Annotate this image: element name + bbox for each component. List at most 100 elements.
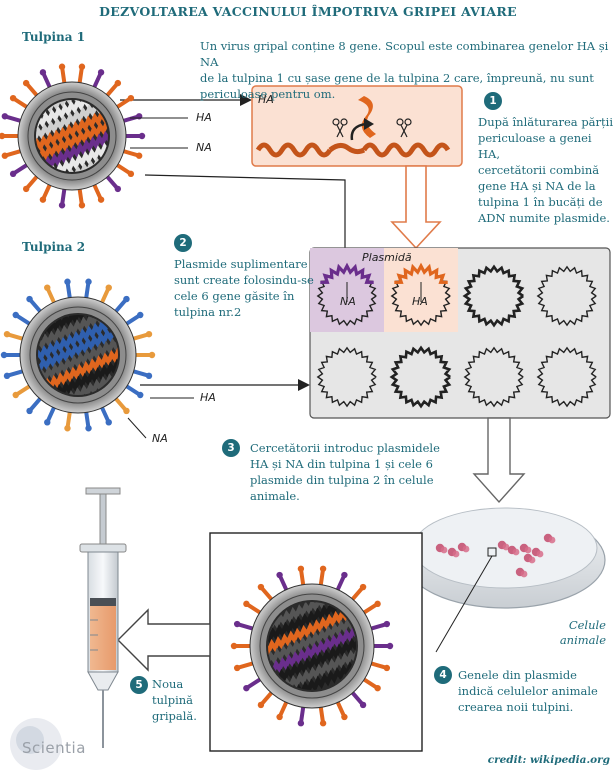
plasmid-ring: [536, 346, 597, 408]
ha-loop-removed: [328, 142, 366, 155]
spike-head: [39, 196, 47, 203]
gene-segment: [38, 315, 118, 387]
plasmid-ring: [462, 264, 525, 328]
new-virus: [230, 565, 394, 727]
step-3-badge: 3: [222, 439, 240, 457]
spike-head: [138, 132, 146, 140]
spike-head: [341, 571, 348, 579]
gene-label-na-strain2: NA: [152, 432, 168, 445]
spike-head: [359, 583, 367, 591]
spike-head: [297, 720, 305, 727]
logo-text: Scientia: [22, 739, 86, 757]
spike-head: [297, 565, 305, 572]
spike-head: [78, 63, 86, 70]
virus-strain-1: [0, 63, 146, 209]
step-line: Cercetătorii introduc plasmidele: [250, 441, 440, 455]
gene-segment: [38, 315, 118, 395]
animal-cell: [440, 546, 448, 554]
gene-segment: [268, 602, 356, 681]
gene-segment: [36, 123, 108, 172]
step-line: plasmide din tulpina 2 în celule: [250, 473, 434, 487]
spike-head: [359, 701, 367, 709]
gene-segment: [268, 618, 356, 690]
step-1-text: După înlăturarea părții periculoase a ge…: [478, 114, 614, 226]
plasmid-na-label: NA: [340, 295, 356, 308]
spike-head: [3, 372, 11, 380]
intro-line: Un virus gripal conține 8 gene. Scopul e…: [200, 39, 609, 69]
gene-segment: [268, 602, 356, 690]
spike-head: [243, 684, 250, 692]
step-4-badge: 4: [434, 666, 452, 684]
spike-head: [319, 720, 327, 727]
spike-head: [1, 152, 9, 159]
spike-head: [127, 94, 135, 102]
cells-label-line: Celule: [568, 618, 606, 632]
step-line: cercetătorii combină: [478, 163, 600, 177]
step-line: HA și NA din tulpina 1 și cele 6: [250, 457, 433, 471]
spike-head: [135, 152, 143, 159]
page-title: DEZVOLTAREA VACCINULUI ÎMPOTRIVA GRIPEI …: [99, 4, 517, 19]
spike-head: [0, 132, 6, 140]
gene-segment: [38, 321, 118, 395]
step-line: indică celulelor animale: [458, 684, 598, 698]
spike-head: [383, 620, 391, 628]
gene-label-na-strain1: NA: [196, 141, 212, 154]
animal-cell: [524, 546, 532, 554]
gene-segment: [268, 602, 356, 663]
step-line: animale.: [250, 489, 300, 503]
syringe-icon: [79, 487, 127, 748]
spike-head: [276, 571, 283, 579]
step-line: Plasmide suplimentare: [174, 257, 308, 271]
spike-head: [58, 63, 66, 70]
spike-head: [145, 372, 153, 380]
ha-helix: [255, 142, 451, 158]
virus-strain-2: [0, 278, 156, 432]
spike-head: [78, 202, 86, 209]
plasmid-ring: [463, 346, 524, 408]
spike-head: [114, 79, 122, 87]
spike-head: [137, 391, 144, 399]
down-arrow-orange: [390, 165, 442, 250]
credit-text: credit: wikipedia.org: [487, 754, 610, 766]
gene-segments: [268, 602, 356, 690]
spike-head: [1, 113, 9, 120]
step-line: tulpina nr.2: [174, 305, 242, 319]
step-line: ADN numite plasmide.: [478, 211, 610, 225]
plasmid-ha-label: HA: [412, 295, 428, 308]
spike-head: [85, 425, 92, 432]
spike-head: [127, 170, 135, 178]
animal-cell: [528, 556, 536, 564]
plasmid-ring: [536, 265, 597, 327]
gene-label-ha-strain1: HA: [196, 111, 212, 124]
spike-head: [257, 701, 265, 709]
gene-segment: [36, 100, 108, 172]
strain-1-label: Tulpina 1: [22, 30, 86, 44]
lift-arrow-head: [364, 118, 374, 130]
step-4-text: Genele din plasmide indică celulelor ani…: [458, 667, 608, 715]
step-2-badge: 2: [174, 234, 192, 252]
step-3-text: Cercetătorii introduc plasmidele HA și N…: [250, 440, 470, 504]
animal-cell: [536, 550, 544, 558]
step-line: tulpina 1 în bucăți de: [478, 195, 603, 209]
spike-head: [233, 664, 241, 672]
spike-head: [105, 419, 112, 426]
step-line: Genele din plasmide: [458, 668, 577, 682]
spike-head: [58, 202, 66, 209]
spike-head: [9, 94, 17, 102]
spike-head: [374, 684, 381, 692]
gene-segments: [38, 315, 118, 395]
gene-label-ha-strain2: HA: [200, 391, 216, 404]
plasmid-gene-arc: [394, 262, 448, 284]
gene-segment: [36, 100, 108, 166]
spike-head: [135, 113, 143, 120]
animal-cell: [548, 536, 556, 544]
lift-arrow: [350, 122, 367, 141]
gene-segment: [38, 315, 118, 369]
gene-segment: [38, 315, 118, 378]
plasmid-label: Plasmidă: [362, 251, 412, 264]
excised-fragment: [358, 96, 376, 138]
intro-line: de la tulpina 1 cu șase gene de la tulpi…: [200, 71, 594, 85]
spike-head: [123, 407, 130, 415]
step-line: gene HA și NA de la: [478, 179, 596, 193]
